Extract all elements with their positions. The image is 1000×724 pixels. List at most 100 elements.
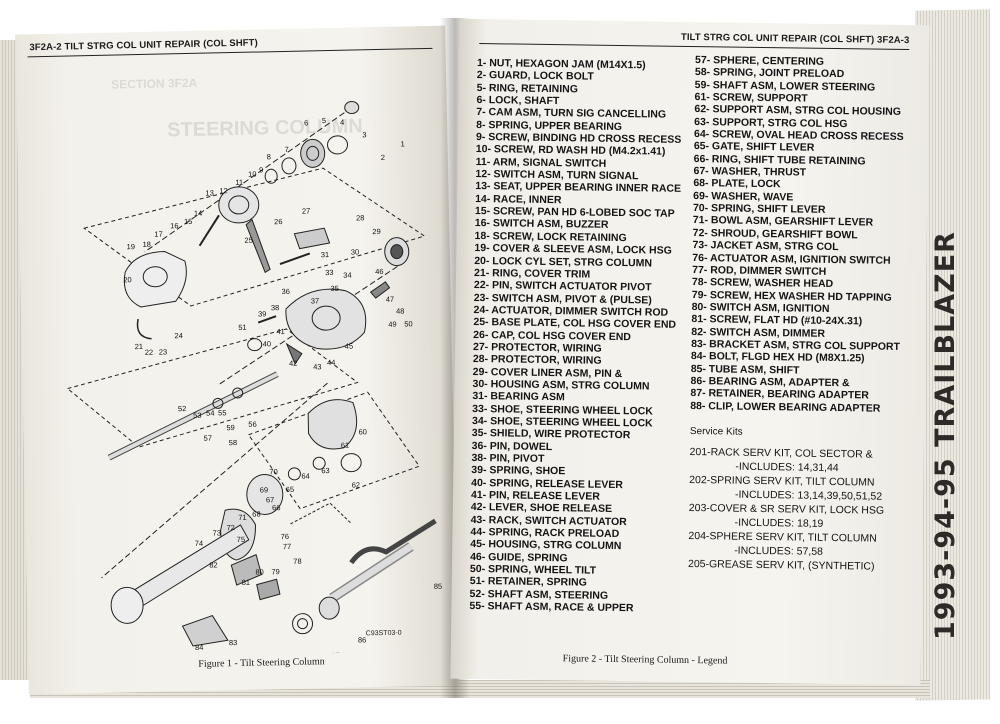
callout-number: 12 bbox=[219, 186, 228, 195]
callout-number: 41 bbox=[276, 327, 285, 336]
callout-number: 61 bbox=[341, 441, 350, 450]
callout-number: 25 bbox=[244, 236, 253, 245]
callout-number: 19 bbox=[127, 242, 136, 251]
callout-number: 48 bbox=[396, 306, 405, 315]
callout-number: 37 bbox=[311, 296, 320, 305]
callout-number: 81 bbox=[242, 578, 251, 587]
callout-number: 83 bbox=[229, 638, 238, 647]
callout-number: 67 bbox=[266, 495, 275, 504]
callout-number: 14 bbox=[194, 209, 203, 218]
callout-number: 49 bbox=[388, 320, 397, 329]
callout-number: 60 bbox=[358, 427, 367, 436]
callout-number: 34 bbox=[343, 271, 352, 280]
callout-number: 33 bbox=[325, 268, 334, 277]
right-page-header: TILT STRG COL UNIT REPAIR (COL SHFT) 3F2… bbox=[680, 31, 910, 47]
callout-number: 56 bbox=[248, 420, 257, 429]
service-kit-line: 205-GREASE SERV KIT, (SYNTHETIC) bbox=[687, 558, 875, 573]
callout-number: 88 bbox=[348, 656, 357, 660]
callout-number: 6 bbox=[304, 118, 308, 127]
callout-number: 15 bbox=[184, 217, 193, 226]
callout-number: 28 bbox=[356, 213, 365, 222]
exploded-column-diagram: 1234567891011121314151617181920212223242… bbox=[66, 101, 443, 660]
figure-1-caption: Figure 1 - Tilt Steering Column bbox=[198, 656, 325, 670]
right-page: TILT STRG COL UNIT REPAIR (COL SHFT) 3F2… bbox=[450, 18, 930, 686]
callout-number: 52 bbox=[178, 404, 187, 413]
callout-number: 22 bbox=[145, 348, 154, 357]
callout-number: 23 bbox=[159, 347, 168, 356]
figure-code: C93ST03-0 bbox=[365, 629, 402, 638]
left-page: SECTION 3F2A STEERING COLUMN 3F2A-2 TILT… bbox=[15, 25, 459, 695]
callout-number: 87 bbox=[331, 651, 340, 659]
callout-number: 55 bbox=[218, 408, 227, 417]
callout-number: 77 bbox=[283, 542, 292, 551]
callout-number: 57 bbox=[204, 434, 213, 443]
callout-number: 36 bbox=[281, 287, 290, 296]
callout-number: 64 bbox=[301, 472, 310, 481]
callout-number: 30 bbox=[351, 247, 360, 256]
callout-number: 8 bbox=[267, 152, 271, 161]
callout-number: 66 bbox=[272, 503, 281, 512]
figure-2-caption: Figure 2 - Tilt Steering Column - Legend bbox=[562, 653, 728, 667]
callout-number: 7 bbox=[285, 145, 289, 154]
callout-number: 4 bbox=[340, 118, 344, 127]
callout-number: 44 bbox=[327, 358, 336, 367]
callout-number: 43 bbox=[313, 362, 322, 371]
callout-number: 51 bbox=[238, 323, 247, 332]
callout-number: 70 bbox=[269, 467, 278, 476]
callout-number: 40 bbox=[263, 339, 272, 348]
callout-number: 17 bbox=[154, 230, 163, 239]
callout-number: 24 bbox=[174, 331, 183, 340]
callout-number: 16 bbox=[170, 221, 179, 230]
callout-number: 13 bbox=[205, 188, 214, 197]
callout-number: 58 bbox=[229, 438, 238, 447]
callout-number: 9 bbox=[259, 165, 263, 174]
legend-entry: 55- SHAFT ASM, RACE & UPPER bbox=[469, 600, 634, 615]
callout-number: 72 bbox=[226, 523, 235, 532]
callout-number: 69 bbox=[260, 485, 269, 494]
legend-entry: 88- CLIP, LOWER BEARING ADAPTER bbox=[690, 399, 881, 415]
left-page-header: 3F2A-2 TILT STRG COL UNIT REPAIR (COL SH… bbox=[29, 37, 258, 54]
callout-number: 39 bbox=[258, 309, 267, 318]
callout-number: 46 bbox=[375, 267, 384, 276]
callout-number: 45 bbox=[345, 342, 354, 351]
callout-number: 84 bbox=[195, 643, 204, 652]
callout-number: 71 bbox=[238, 513, 247, 522]
callout-number: 29 bbox=[372, 227, 381, 236]
callout-number: 50 bbox=[404, 319, 413, 328]
callout-number: 78 bbox=[293, 557, 302, 566]
callout-number: 80 bbox=[255, 567, 264, 576]
callout-number: 42 bbox=[289, 359, 298, 368]
callout-number: 74 bbox=[195, 539, 204, 548]
callout-number: 59 bbox=[226, 423, 235, 432]
callout-number: 5 bbox=[322, 116, 326, 125]
diagram-frame-middle bbox=[66, 328, 359, 448]
callout-number: 53 bbox=[193, 411, 202, 420]
callout-number: 73 bbox=[213, 528, 222, 537]
service-kits-title: Service Kits bbox=[689, 425, 743, 438]
callout-number: 18 bbox=[142, 240, 151, 249]
callout-number: 79 bbox=[271, 567, 280, 576]
callout-number: 21 bbox=[135, 342, 144, 351]
callout-number: 11 bbox=[235, 178, 243, 187]
callout-number: 26 bbox=[274, 217, 283, 226]
callout-number: 82 bbox=[209, 560, 218, 569]
callout-number: 76 bbox=[281, 532, 290, 541]
callout-number: 47 bbox=[386, 295, 395, 304]
callout-number: 1 bbox=[400, 139, 404, 148]
callout-number: 31 bbox=[321, 250, 330, 259]
callout-number: 3 bbox=[362, 130, 366, 139]
callout-number: 54 bbox=[206, 408, 215, 417]
callout-number: 2 bbox=[381, 153, 385, 162]
callout-number: 63 bbox=[321, 466, 330, 475]
callout-number: 62 bbox=[352, 480, 361, 489]
callout-number: 20 bbox=[123, 275, 132, 284]
callout-number: 35 bbox=[330, 284, 339, 293]
side-marker-handwriting: 1993-94-95 TRAILBLAZER bbox=[930, 231, 961, 640]
legend-column-left: 1- NUT, HEXAGON JAM (M14X1.5)2- GUARD, L… bbox=[469, 57, 683, 615]
callout-number: 86 bbox=[358, 635, 367, 644]
callout-number: 65 bbox=[286, 485, 295, 494]
callout-number: 85 bbox=[434, 582, 443, 591]
callout-number: 68 bbox=[252, 510, 261, 519]
